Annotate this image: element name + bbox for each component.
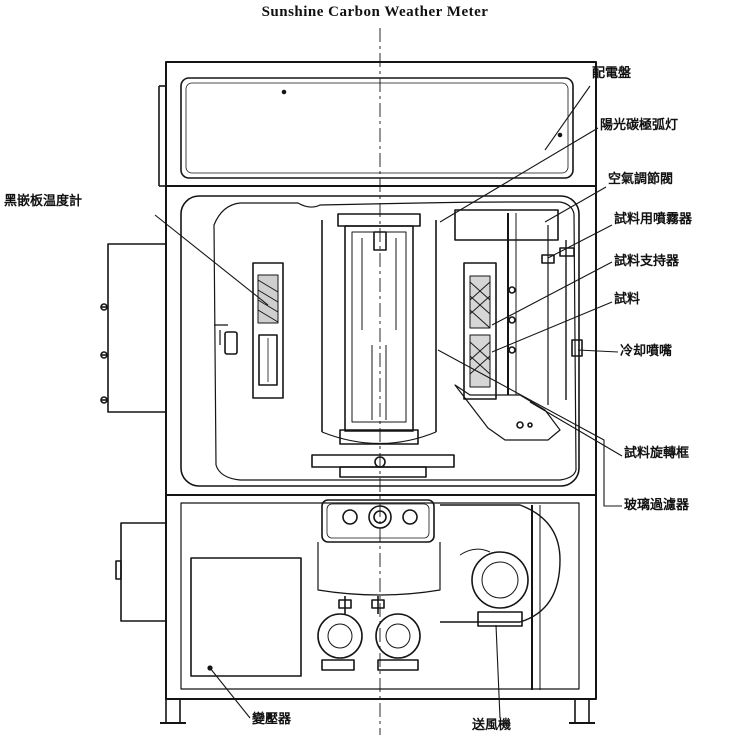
label-specimen-sprayer: 試料用噴霧器 — [614, 212, 693, 227]
leader-specimen-holder — [491, 261, 613, 326]
leader-glass-filter — [437, 349, 622, 507]
label-transformer: 變壓器 — [252, 712, 292, 727]
diagram-title: Sunshine Carbon Weather Meter — [261, 4, 489, 20]
blower — [440, 504, 561, 690]
lower-side-box — [115, 522, 167, 622]
cabinet-frame — [158, 61, 597, 724]
label-air-control-valve: 空氣調節閥 — [608, 172, 674, 187]
leader-carbon-arc-lamp — [439, 127, 599, 223]
label-carbon-arc-lamp: 陽光碳極弧灯 — [600, 118, 679, 133]
leader-cooling-nozzle — [577, 349, 619, 353]
label-cooling-nozzle: 冷却噴嘴 — [620, 344, 673, 359]
label-power-panel: 配電盤 — [592, 66, 632, 81]
lower-compartment — [180, 502, 580, 690]
leader-transformer — [209, 667, 251, 719]
label-rotating-specimen-frame: 試料旋轉框 — [624, 446, 690, 461]
label-glass-filter: 玻璃過濾器 — [624, 498, 690, 513]
leader-rotating-frame — [529, 401, 623, 457]
carbon-arc-lamp — [321, 213, 437, 445]
side-control-box — [100, 243, 167, 413]
leader-specimen — [491, 301, 613, 353]
leader-air-control-valve — [544, 186, 607, 223]
test-chamber — [180, 195, 580, 487]
motor-assembly — [317, 596, 421, 671]
leader-blower — [495, 624, 501, 719]
rotating-frame-base — [311, 454, 455, 478]
black-panel-thermometer — [214, 262, 284, 399]
power-panel — [180, 77, 574, 179]
label-blower: 送風機 — [472, 718, 512, 733]
blower-control-panel — [317, 499, 441, 596]
leader-specimen-sprayer — [547, 224, 613, 259]
specimen-holder — [463, 262, 497, 400]
label-specimen-holder: 試料支持器 — [614, 254, 680, 269]
label-specimen: 試料 — [614, 292, 641, 307]
leader-power-panel — [544, 85, 591, 151]
leader-black-panel-thermometer — [154, 214, 269, 306]
label-black-panel-thermometer: 黑嵌板温度計 — [4, 194, 83, 209]
specimen-sprayer — [454, 209, 583, 405]
leader-lines — [154, 85, 623, 719]
glass-filter-element — [454, 384, 561, 441]
